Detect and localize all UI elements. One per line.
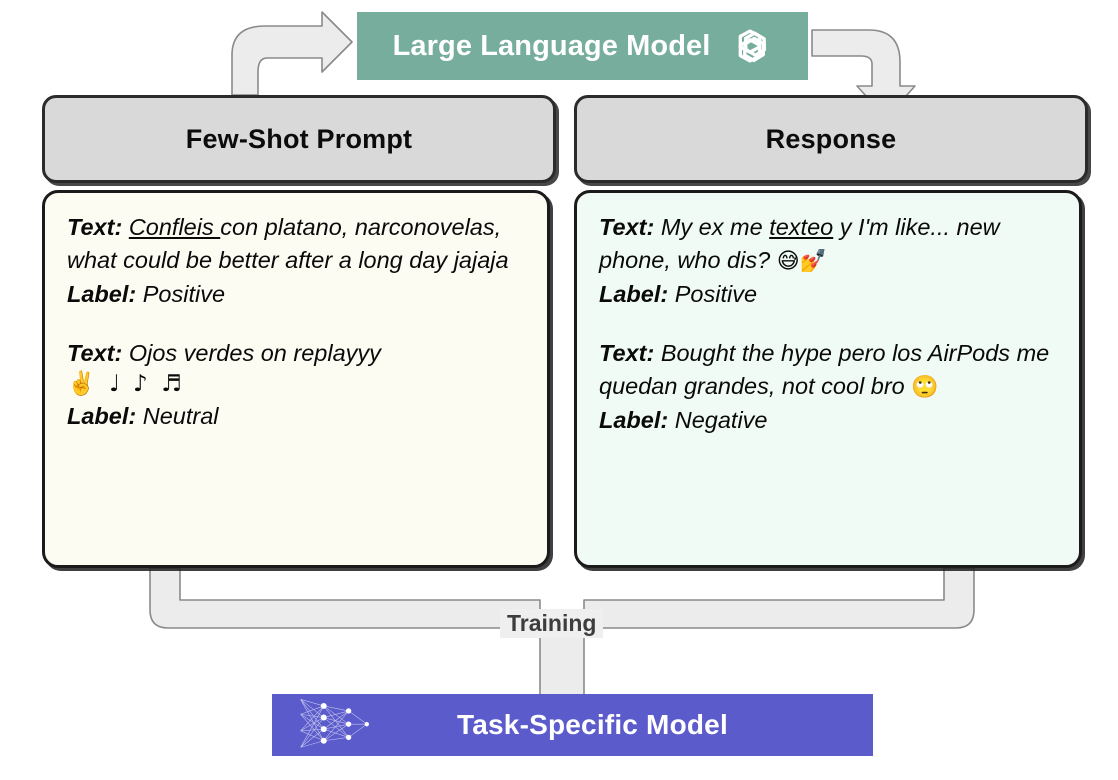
text-body: con platano, narconovelas, what could be… — [67, 214, 509, 274]
openai-logo-icon — [739, 29, 767, 63]
highlighted-term: Confleis — [128, 214, 221, 240]
label-label: Label: — [599, 406, 669, 433]
highlighted-term: texteo — [769, 214, 834, 240]
prompt-example-1-label: Label: Positive — [67, 278, 525, 311]
prompt-example-2-label: Label: Neutral — [67, 400, 525, 433]
neural-network-icon — [300, 699, 369, 748]
task-specific-model-title: Task-Specific Model — [457, 709, 728, 740]
response-header: Response — [574, 95, 1088, 183]
prompt-example-2-text: Text: Ojos verdes on replayyy — [67, 337, 525, 370]
prompt-example-2-emojis: ✌️ ♩ ♪ ♬ — [67, 371, 185, 398]
arrow-prompt-to-llm — [231, 11, 353, 96]
response-example-2-text: Text: Bought the hype pero los AirPods m… — [599, 337, 1057, 404]
text-prefix: My ex me — [660, 214, 770, 240]
label-label: Label: — [67, 403, 137, 430]
response-example-1: Text: My ex me texteo y I'm like... new … — [599, 211, 1057, 311]
response-example-2-emojis: 🙄 — [911, 375, 939, 401]
response-example-2: Text: Bought the hype pero los AirPods m… — [599, 337, 1057, 437]
prompt-example-1-text: Text: Confleis con platano, narconovelas… — [67, 211, 525, 278]
response-header-label: Response — [765, 123, 897, 154]
text-label: Text: — [67, 340, 123, 367]
label-value: Positive — [674, 280, 758, 307]
llm-title: Large Language Model — [392, 29, 711, 62]
arrow-prompt-to-training — [149, 567, 541, 629]
text-body: Ojos verdes on replayyy — [128, 340, 381, 367]
text-label: Text: — [599, 214, 655, 240]
response-example-1-label: Label: Positive — [599, 278, 1057, 311]
response-example-2-label: Label: Negative — [599, 404, 1057, 437]
llm-banner: Large Language Model — [357, 12, 808, 80]
prompt-example-1: Text: Confleis con platano, narconovelas… — [67, 211, 525, 311]
training-label: Training — [500, 609, 604, 638]
label-label: Label: — [599, 280, 669, 307]
prompt-example-2: Text: Ojos verdes on replayyy ✌️ ♩ ♪ ♬ L… — [67, 337, 525, 434]
label-label: Label: — [67, 280, 137, 307]
response-card: Text: My ex me texteo y I'm like... new … — [574, 190, 1082, 568]
text-label: Text: — [67, 214, 123, 240]
text-prefix: Bought the hype pero los AirPods me qued… — [599, 340, 1050, 400]
few-shot-prompt-header: Few-Shot Prompt — [42, 95, 556, 183]
few-shot-prompt-card: Text: Confleis con platano, narconovelas… — [42, 190, 550, 568]
few-shot-prompt-header-label: Few-Shot Prompt — [185, 123, 413, 154]
text-label: Text: — [599, 340, 655, 367]
arrow-response-to-training — [583, 567, 975, 629]
text-body: y I'm like... new phone, who dis? — [599, 214, 1000, 274]
response-example-1-text: Text: My ex me texteo y I'm like... new … — [599, 211, 1057, 278]
label-value: Positive — [142, 280, 226, 307]
label-value: Negative — [674, 406, 768, 433]
task-specific-model-bar: Task-Specific Model — [272, 694, 873, 756]
label-value: Neutral — [142, 403, 219, 430]
response-example-1-emojis: 😅💅 — [776, 249, 828, 275]
